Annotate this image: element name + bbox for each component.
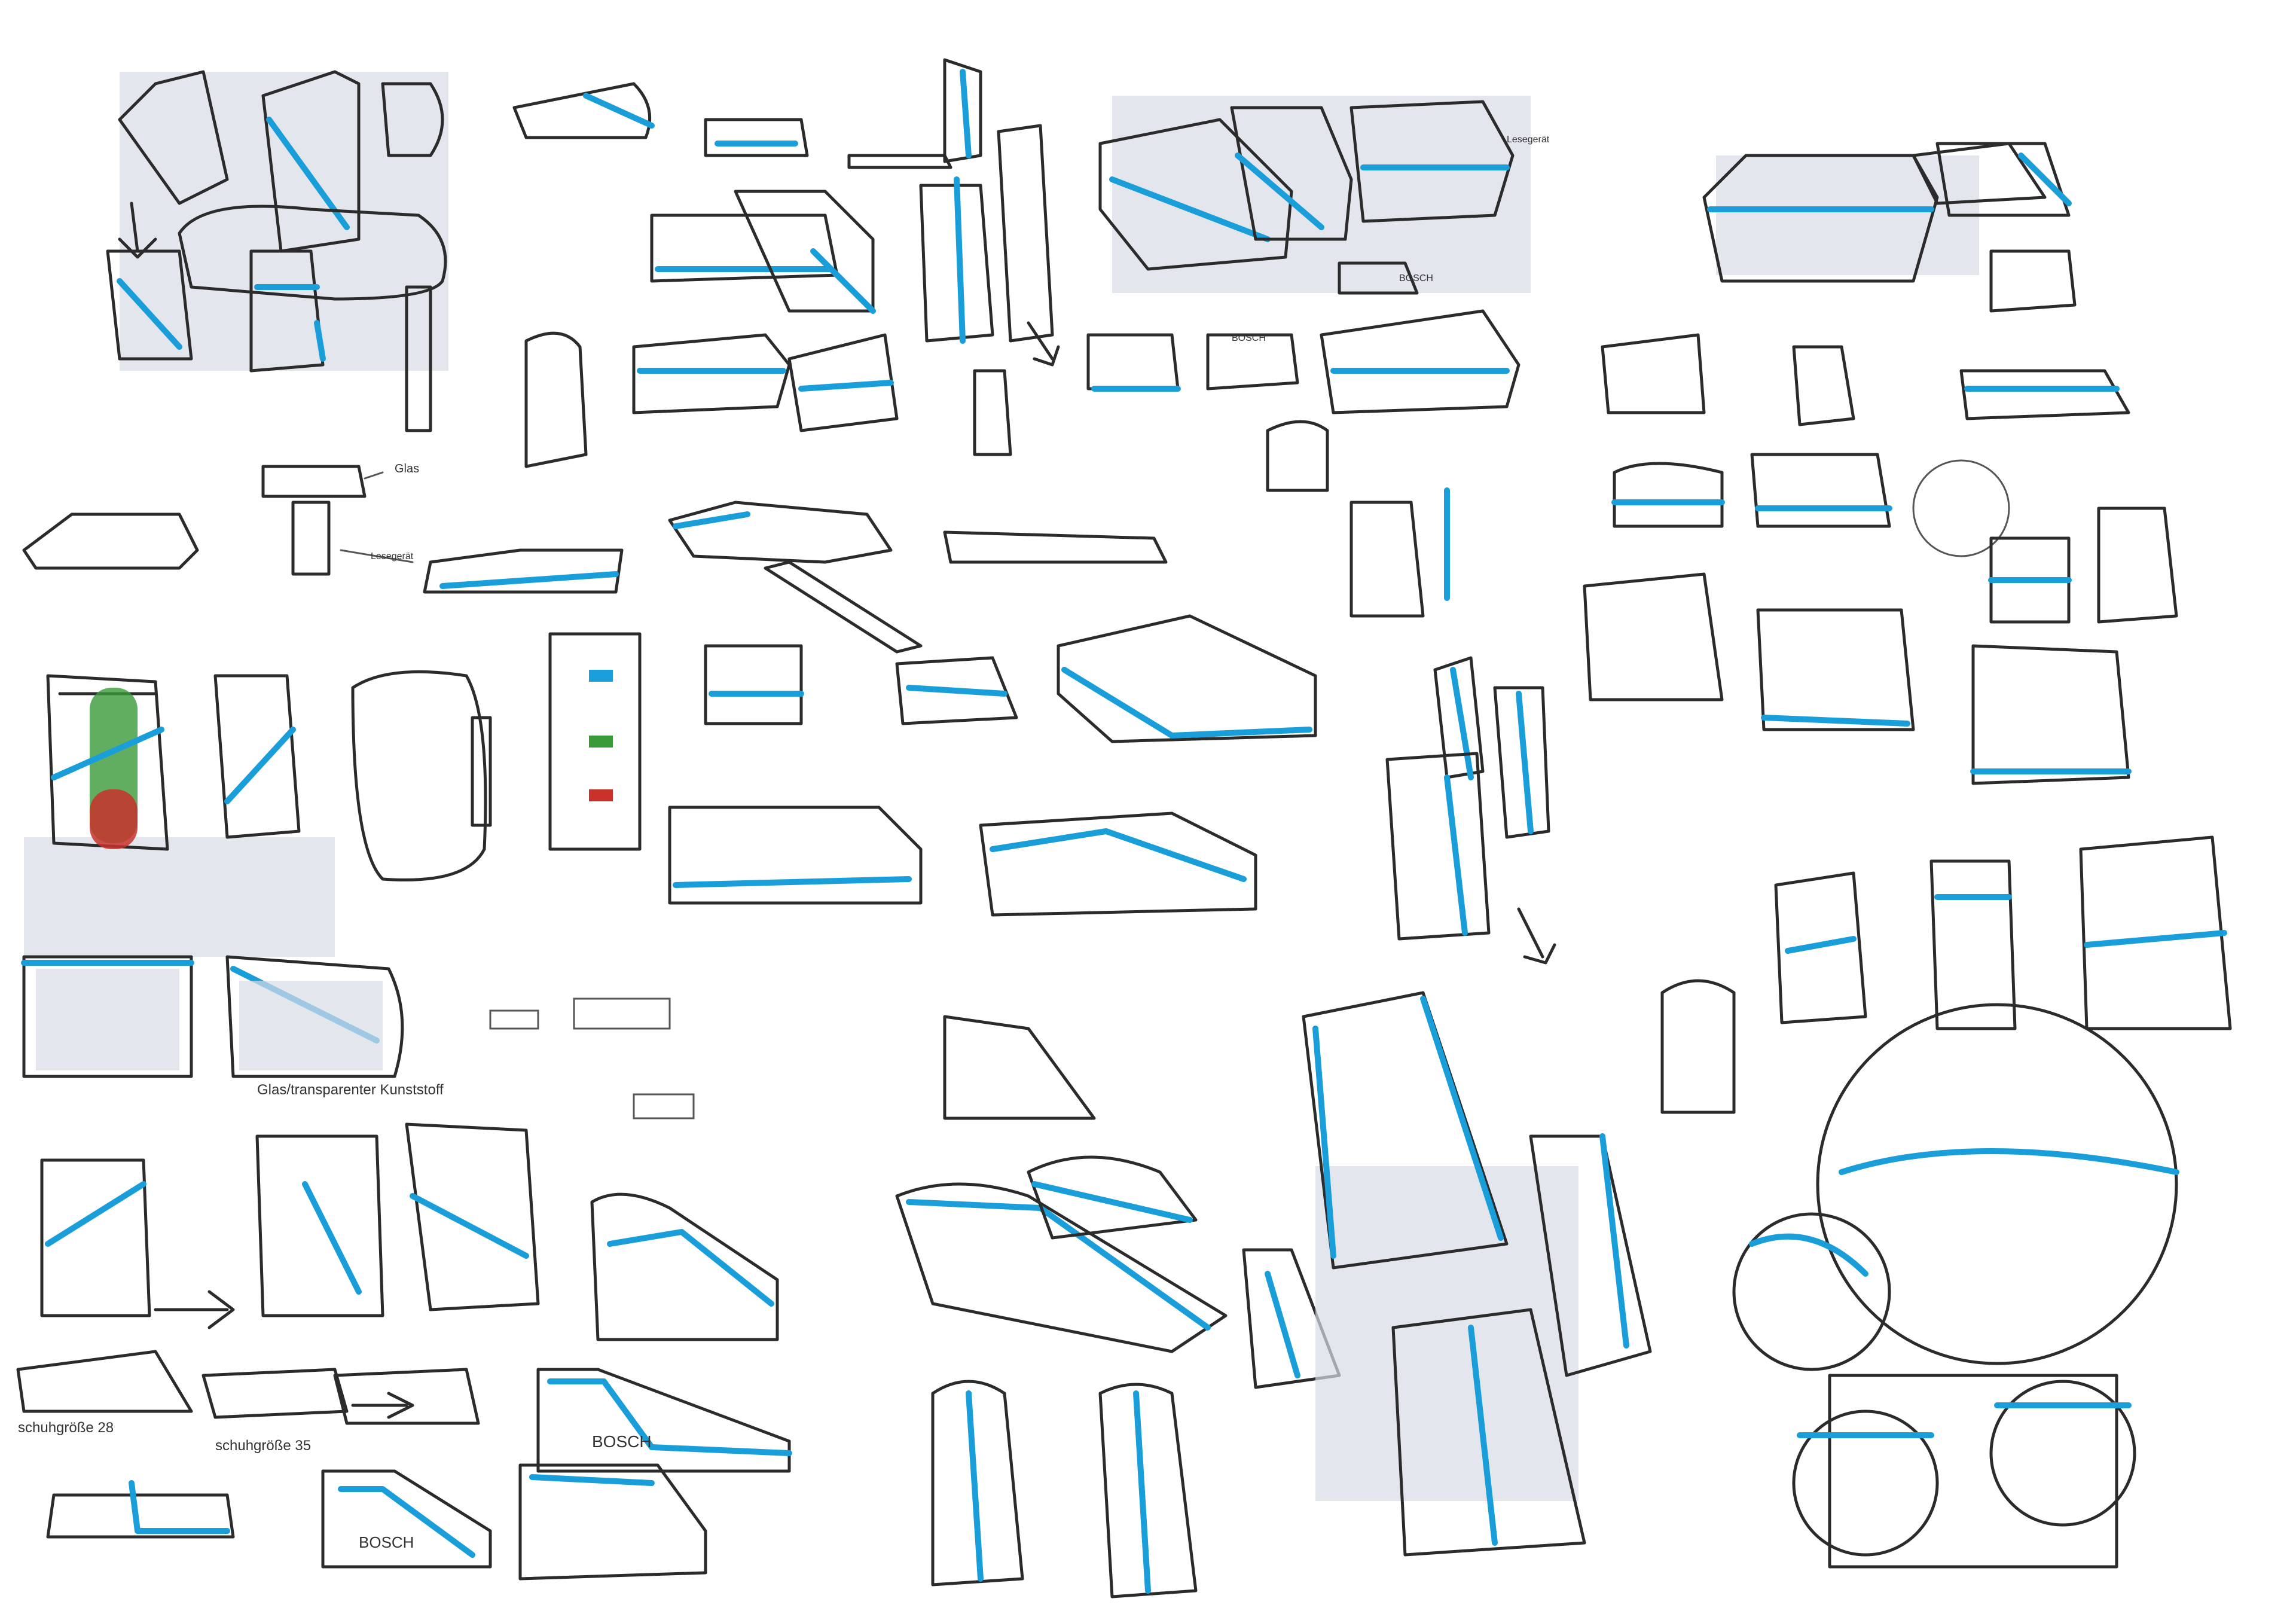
label-schuhgrosse-35: schuhgröße 35 [215, 1438, 311, 1454]
status-indicator-red-2 [589, 789, 613, 801]
arrow-icon [118, 202, 157, 259]
status-indicator-red [90, 789, 138, 849]
sketch-shelter-cluster [1302, 991, 1652, 1557]
sketch-sphere-cluster [1660, 835, 2232, 1569]
label-lesegerat-top: Lesegerät [1507, 135, 1550, 145]
sketch-tray-cluster [668, 501, 1317, 917]
sketch-stand-cluster [1266, 420, 1550, 941]
arrow-icon [1027, 321, 1060, 367]
sketch-shoe-reader-cluster [512, 58, 1054, 468]
label-schuhgrosse-28: schuhgröße 28 [18, 1420, 114, 1436]
status-indicator-green-2 [589, 736, 613, 748]
label-bosch-2: BOSCH [359, 1533, 414, 1551]
arrow-icon [154, 1290, 235, 1329]
label-glas: Glas [395, 462, 419, 475]
sketch-indicator-cluster [24, 632, 642, 957]
label-bosch-1: BOSCH [592, 1432, 652, 1451]
sketch-case-cluster [1601, 142, 2130, 426]
status-indicator-blue [589, 670, 613, 682]
sketch-round-units-cluster [1583, 453, 2178, 785]
label-bosch-4: BOSCH [1232, 333, 1266, 343]
sketch-shoe-size-cluster [16, 1122, 792, 1581]
label-bosch-3: BOSCH [1399, 273, 1433, 283]
sketch-dispenser-cluster [106, 70, 448, 432]
sketch-glass-tray-cluster [21, 955, 695, 1119]
sketch-footrest-cluster [895, 1015, 1341, 1598]
arrow-icon [351, 1392, 414, 1419]
label-lesegerat-mid: Lesegerät [371, 551, 414, 562]
sketch-boxes-cluster [1086, 96, 1531, 414]
label-glas-transparent: Glas/transparenter Kunststoff [257, 1082, 444, 1098]
arrow-icon [1517, 907, 1556, 965]
sketch-reader-glass-cluster [22, 465, 624, 594]
